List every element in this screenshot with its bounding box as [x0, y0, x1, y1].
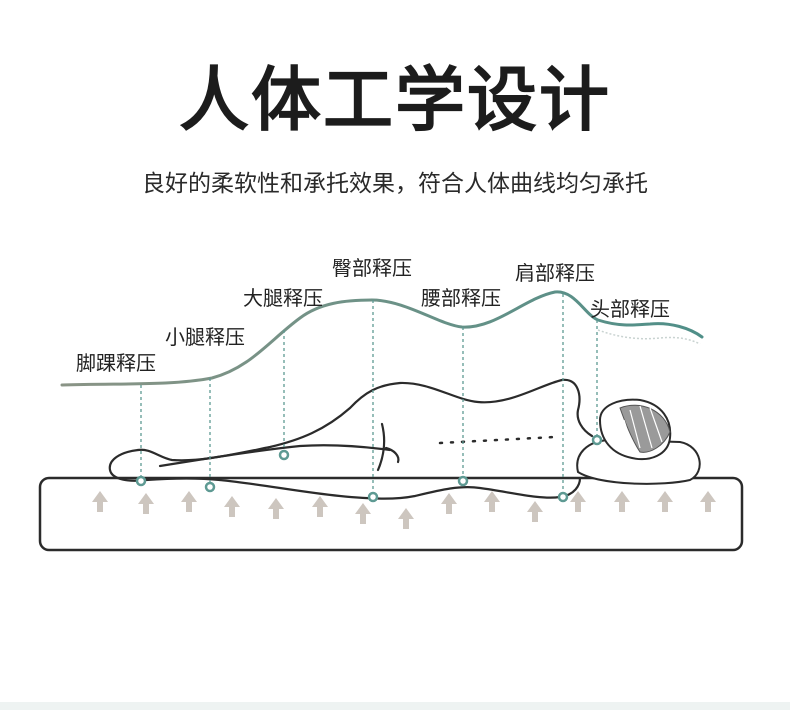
bottom-band	[0, 702, 790, 710]
contact-dot-shoulder	[557, 491, 569, 503]
contact-dot-calf	[204, 481, 216, 493]
support-arrow	[312, 496, 328, 517]
zone-label-shoulder: 肩部释压	[515, 261, 595, 285]
zone-label-calf: 小腿释压	[165, 325, 245, 349]
support-arrow	[224, 496, 240, 517]
support-arrow	[138, 493, 154, 514]
support-arrow	[614, 491, 630, 512]
contact-dot-ankle	[135, 475, 147, 487]
support-arrow	[657, 491, 673, 512]
pressure-curve-shadow	[597, 329, 701, 345]
pillow	[576, 438, 701, 485]
zone-label-head: 头部释压	[590, 297, 670, 321]
support-arrow	[570, 491, 586, 512]
page-subtitle: 良好的柔软性和承托效果，符合人体曲线均匀承托	[142, 171, 648, 197]
guide-lines	[140, 294, 598, 497]
zone-label-thigh: 大腿释压	[243, 286, 323, 310]
support-arrow	[527, 501, 543, 522]
head	[598, 398, 672, 460]
support-arrow	[181, 491, 197, 512]
spine-guide	[438, 435, 557, 445]
zone-label-ankle: 脚踝释压	[76, 351, 156, 375]
support-arrow	[484, 491, 500, 512]
contact-dot-thigh	[278, 449, 290, 461]
zone-label-hip: 臀部释压	[332, 256, 412, 280]
support-arrow	[700, 491, 716, 512]
support-arrow	[355, 503, 371, 524]
support-arrows	[92, 491, 716, 529]
page-title: 人体工学设计	[179, 59, 611, 141]
support-arrow	[441, 493, 457, 514]
zone-label-waist: 腰部释压	[421, 286, 501, 310]
pressure-curve	[60, 290, 704, 387]
support-arrow	[268, 498, 284, 519]
contact-dot-hip	[367, 491, 379, 503]
contact-dots	[135, 434, 603, 503]
contact-dot-waist	[457, 475, 469, 487]
support-arrow	[92, 491, 108, 512]
contact-dot-head	[591, 434, 603, 446]
support-arrow	[398, 508, 414, 529]
